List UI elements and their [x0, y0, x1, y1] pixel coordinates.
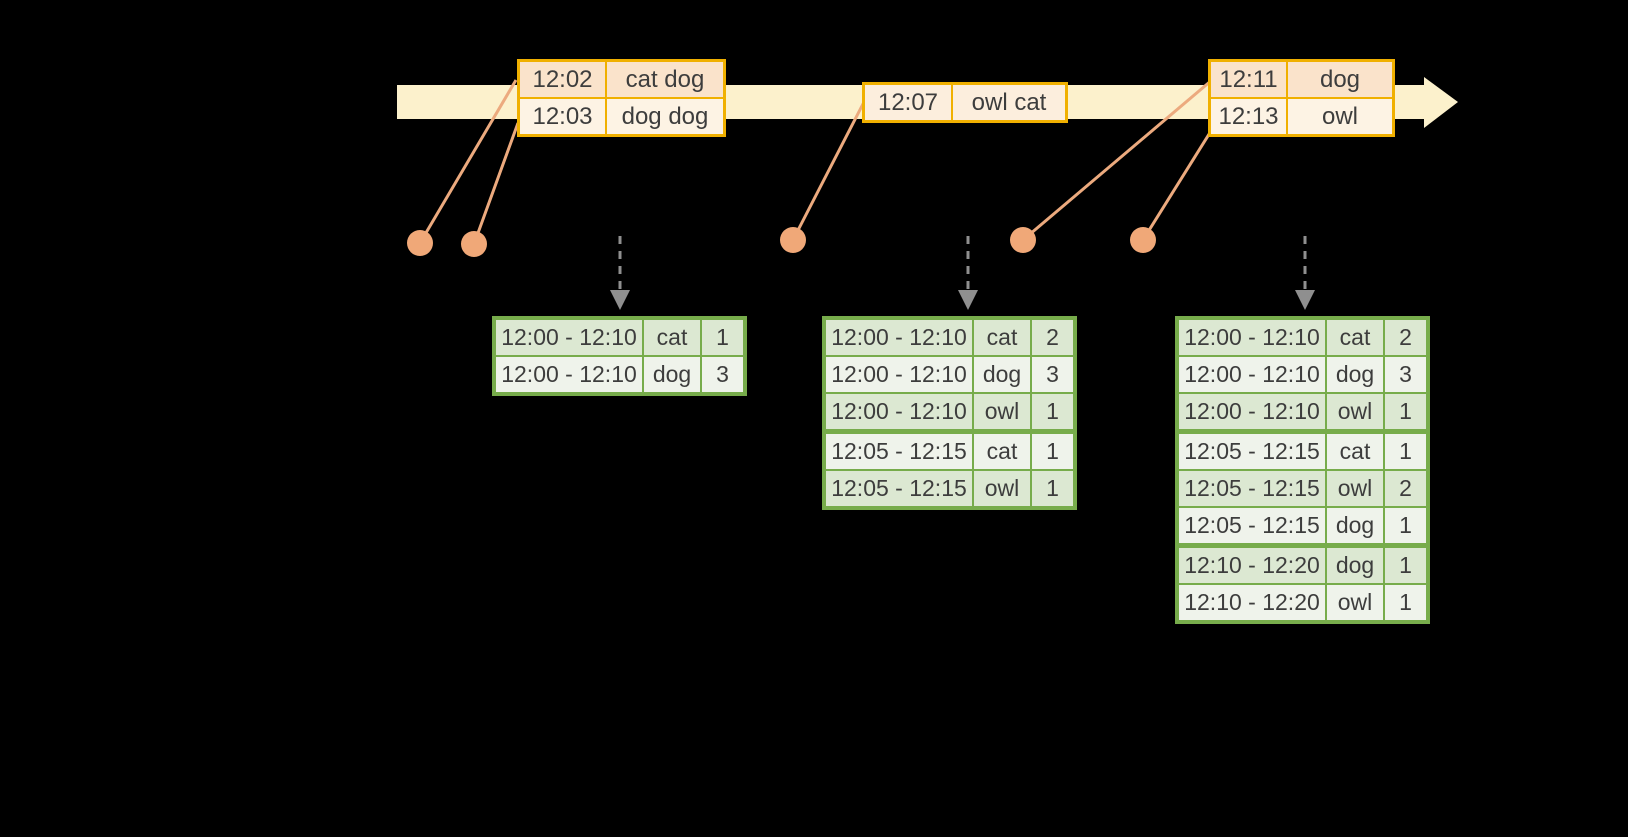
- trigger-arrowhead: [958, 290, 978, 310]
- event-time-cell: 12:02: [520, 62, 605, 97]
- result-word-cell: owl: [1327, 471, 1383, 506]
- event-time-cell: 12:13: [1211, 99, 1286, 134]
- event-words-cell: cat dog: [607, 62, 723, 97]
- result-count-cell: 1: [1032, 394, 1073, 429]
- result-count-cell: 3: [702, 357, 743, 392]
- event-time-cell: 12:07: [865, 85, 951, 120]
- result-word-cell: cat: [974, 320, 1030, 355]
- event-words-cell: owl cat: [953, 85, 1065, 120]
- result-word-cell: dog: [1327, 548, 1383, 583]
- result-window-cell: 12:10 - 12:20: [1179, 548, 1325, 583]
- result-count-cell: 1: [1385, 434, 1426, 469]
- event-dot: [1130, 227, 1156, 253]
- result-count-cell: 1: [1385, 548, 1426, 583]
- event-dot: [780, 227, 806, 253]
- connector-line: [791, 99, 867, 241]
- result-word-cell: cat: [974, 434, 1030, 469]
- trigger-arrowhead: [1295, 290, 1315, 310]
- result-window-cell: 12:05 - 12:15: [1179, 434, 1325, 469]
- result-window-cell: 12:00 - 12:10: [826, 357, 972, 392]
- event-words-cell: owl: [1288, 99, 1392, 134]
- result-count-cell: 3: [1032, 357, 1073, 392]
- result-word-cell: dog: [644, 357, 700, 392]
- event-dot: [461, 231, 487, 257]
- connector-line: [1022, 78, 1213, 242]
- result-count-cell: 1: [702, 320, 743, 355]
- result-count-cell: 2: [1032, 320, 1073, 355]
- result-word-cell: owl: [974, 471, 1030, 506]
- result-word-cell: dog: [1327, 508, 1383, 543]
- result-window-cell: 12:00 - 12:10: [1179, 320, 1325, 355]
- result-window-cell: 12:00 - 12:10: [826, 394, 972, 429]
- result-word-cell: cat: [644, 320, 700, 355]
- result-word-cell: dog: [974, 357, 1030, 392]
- connector-line: [1141, 122, 1218, 241]
- result-word-cell: owl: [1327, 394, 1383, 429]
- connector-line: [418, 79, 518, 244]
- result-count-cell: 1: [1385, 585, 1426, 620]
- result-word-cell: cat: [1327, 320, 1383, 355]
- result-word-cell: owl: [1327, 585, 1383, 620]
- event-dot: [407, 230, 433, 256]
- connector-line: [472, 122, 520, 245]
- result-count-cell: 1: [1032, 471, 1073, 506]
- result-window-cell: 12:00 - 12:10: [1179, 394, 1325, 429]
- result-window-cell: 12:00 - 12:10: [496, 357, 642, 392]
- event-words-cell: dog: [1288, 62, 1392, 97]
- result-window-cell: 12:05 - 12:15: [826, 434, 972, 469]
- event-time-cell: 12:11: [1211, 62, 1286, 97]
- result-count-cell: 1: [1385, 508, 1426, 543]
- result-word-cell: dog: [1327, 357, 1383, 392]
- result-word-cell: cat: [1327, 434, 1383, 469]
- result-count-cell: 3: [1385, 357, 1426, 392]
- result-window-cell: 12:05 - 12:15: [1179, 471, 1325, 506]
- result-count-cell: 2: [1385, 320, 1426, 355]
- result-window-cell: 12:00 - 12:10: [496, 320, 642, 355]
- result-count-cell: 1: [1385, 394, 1426, 429]
- result-window-cell: 12:10 - 12:20: [1179, 585, 1325, 620]
- result-window-cell: 12:00 - 12:10: [826, 320, 972, 355]
- event-words-cell: dog dog: [607, 99, 723, 134]
- trigger-arrowhead: [610, 290, 630, 310]
- event-dot: [1010, 227, 1036, 253]
- result-count-cell: 2: [1385, 471, 1426, 506]
- timeline-arrowhead: [1424, 77, 1458, 128]
- result-word-cell: owl: [974, 394, 1030, 429]
- event-time-cell: 12:03: [520, 99, 605, 134]
- result-window-cell: 12:05 - 12:15: [826, 471, 972, 506]
- result-count-cell: 1: [1032, 434, 1073, 469]
- result-window-cell: 12:05 - 12:15: [1179, 508, 1325, 543]
- result-window-cell: 12:00 - 12:10: [1179, 357, 1325, 392]
